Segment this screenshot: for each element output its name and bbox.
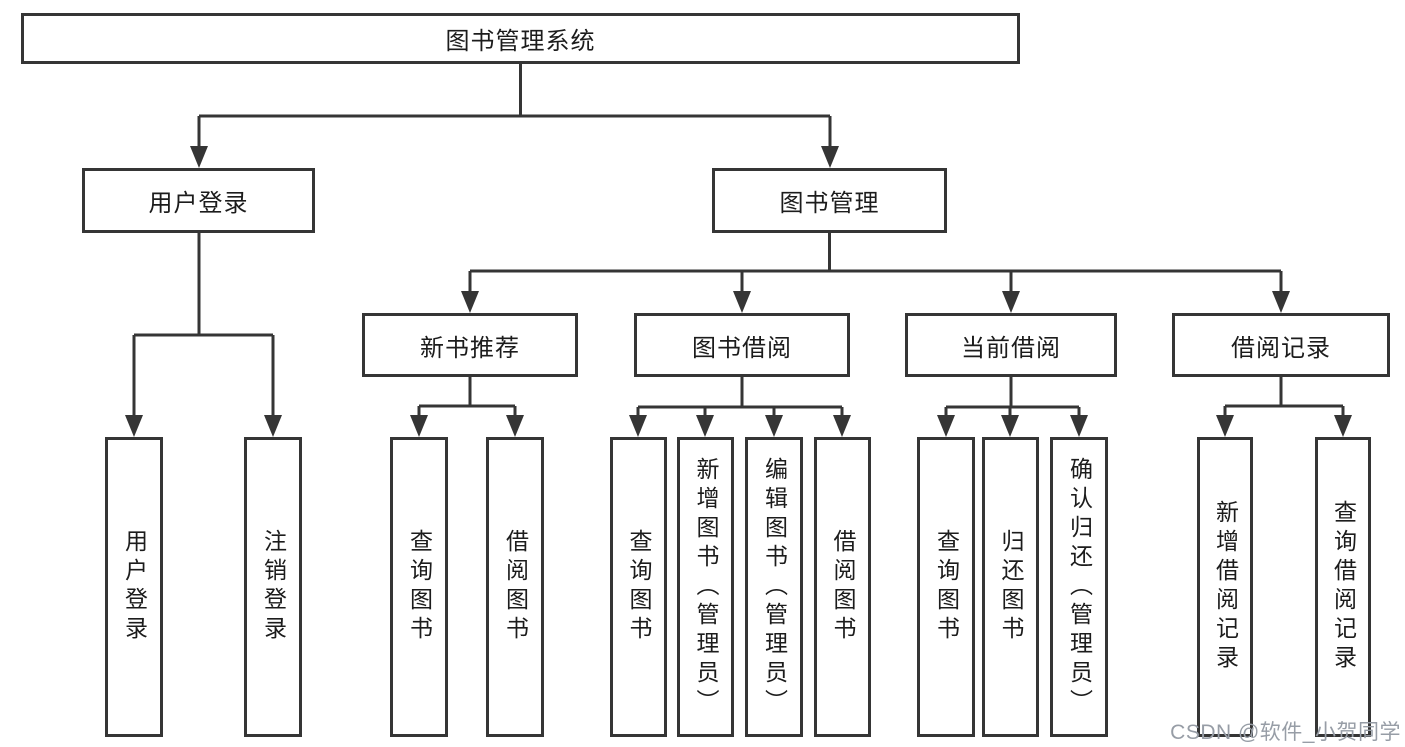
node-new-book-recommend: 新书推荐 xyxy=(362,313,578,377)
leaf-add-borrow-record: 新增借阅记录 xyxy=(1197,437,1253,737)
node-borrow-records: 借阅记录 xyxy=(1172,313,1390,377)
leaf-return-books: 归还图书 xyxy=(982,437,1039,737)
node-user-login: 用户登录 xyxy=(82,168,315,233)
leaf-query-books: 查询图书 xyxy=(917,437,975,737)
leaf-confirm-return-admin: 确认归还（管理员） xyxy=(1050,437,1108,737)
leaf-query-books: 查询图书 xyxy=(610,437,667,737)
node-book-management: 图书管理 xyxy=(712,168,947,233)
leaf-query-books: 查询图书 xyxy=(390,437,448,737)
csdn-watermark: CSDN @软件_小贺同学 xyxy=(1170,721,1401,744)
leaf-edit-books-admin: 编辑图书（管理员） xyxy=(745,437,803,737)
leaf-borrow-books: 借阅图书 xyxy=(486,437,544,737)
node-current-borrow: 当前借阅 xyxy=(905,313,1117,377)
leaf-query-borrow-record: 查询借阅记录 xyxy=(1315,437,1371,737)
leaf-add-books-admin: 新增图书（管理员） xyxy=(677,437,734,737)
leaf-logout: 注销登录 xyxy=(244,437,302,737)
node-book-borrow: 图书借阅 xyxy=(634,313,850,377)
leaf-borrow-books: 借阅图书 xyxy=(814,437,871,737)
node-library-management-system: 图书管理系统 xyxy=(21,13,1020,64)
leaf-user-login: 用户登录 xyxy=(105,437,163,737)
